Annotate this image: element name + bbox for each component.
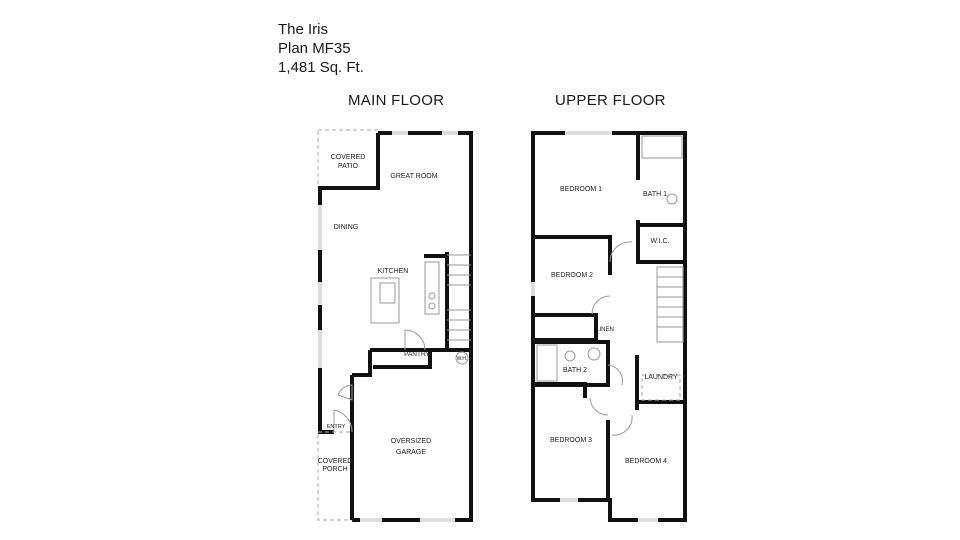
- covered-porch-outline: [317, 431, 353, 521]
- main-exterior-wall-left: [318, 133, 380, 434]
- svg-text:PATIO: PATIO: [338, 163, 359, 170]
- kitchen-island: [370, 277, 400, 324]
- pantry-wall: [373, 350, 432, 369]
- garage-label: OVERSIZED: [391, 438, 431, 445]
- garage-door[interactable]: [337, 384, 353, 401]
- wic-label: W.I.C.: [650, 238, 669, 245]
- laundry-label: LAUNDRY: [644, 374, 678, 381]
- main-stairs: [447, 254, 471, 341]
- bathtub-icon: [536, 344, 558, 382]
- kitchen-label: KITCHEN: [378, 268, 409, 275]
- entry-label: ENTRY: [327, 424, 346, 430]
- upper-floor-title: UPPER FLOOR: [555, 92, 666, 109]
- bath1-wall: [636, 133, 685, 264]
- bedroom4-door[interactable]: [611, 414, 633, 436]
- shower-icon: [641, 135, 683, 159]
- sink-icon-2: [587, 347, 601, 361]
- bedroom2-label: BEDROOM 2: [551, 272, 593, 279]
- svg-text:GARAGE: GARAGE: [396, 449, 426, 456]
- water-heater-label: W.H.: [457, 356, 468, 362]
- main-floor-plan: COVERED PATIO GREAT ROOM DINING KITCHEN …: [317, 129, 473, 522]
- main-floor-title: MAIN FLOOR: [348, 92, 445, 109]
- bedroom1-label: BEDROOM 1: [560, 186, 602, 193]
- closet-wall: [352, 350, 372, 377]
- dining-label: DINING: [334, 224, 359, 231]
- stove-icon: [428, 292, 436, 300]
- pantry-label: PANTRY: [404, 351, 430, 358]
- pantry-door[interactable]: [404, 329, 426, 351]
- water-heater-icon: [455, 351, 469, 365]
- covered-porch-label: COVERED: [318, 458, 353, 465]
- sink-icon: [379, 282, 396, 304]
- toilet-icon: [666, 193, 678, 205]
- svg-text:PORCH: PORCH: [322, 466, 347, 473]
- plan-number: Plan MF35: [278, 40, 351, 57]
- bath2-door[interactable]: [607, 364, 623, 386]
- covered-patio-label: COVERED: [331, 154, 366, 161]
- great-room-label: GREAT ROOM: [390, 173, 437, 180]
- plan-name: The Iris: [278, 21, 329, 38]
- linen-label: LINEN: [596, 327, 614, 333]
- bedroom3-label: BEDROOM 3: [550, 437, 592, 444]
- bedroom4-label: BEDROOM 4: [625, 458, 667, 465]
- entry-door[interactable]: [333, 409, 353, 433]
- linen-wall: [533, 313, 598, 342]
- bedroom2-door[interactable]: [591, 295, 611, 315]
- toilet-icon-2: [564, 350, 576, 362]
- bedroom2-wall: [533, 235, 612, 275]
- bedroom3-wall: [533, 382, 587, 398]
- plan-info: The Iris Plan MF35 1,481 Sq. Ft.: [278, 20, 364, 77]
- bath2-label: BATH 2: [563, 367, 587, 374]
- counter: [424, 261, 440, 315]
- bedroom3-door[interactable]: [589, 397, 609, 416]
- bath1-label: BATH 1: [643, 191, 667, 198]
- upper-floor-plan: BEDROOM 1 BATH 1 W.I.C. BEDROOM 2 LINEN …: [531, 131, 687, 522]
- plan-area: 1,481 Sq. Ft.: [278, 59, 364, 76]
- upper-stairs: [656, 266, 684, 343]
- bedroom1-door[interactable]: [609, 241, 633, 263]
- washer-dryer: [641, 374, 681, 401]
- main-exterior-wall-right: [352, 131, 473, 522]
- upper-exterior-wall: [531, 131, 687, 522]
